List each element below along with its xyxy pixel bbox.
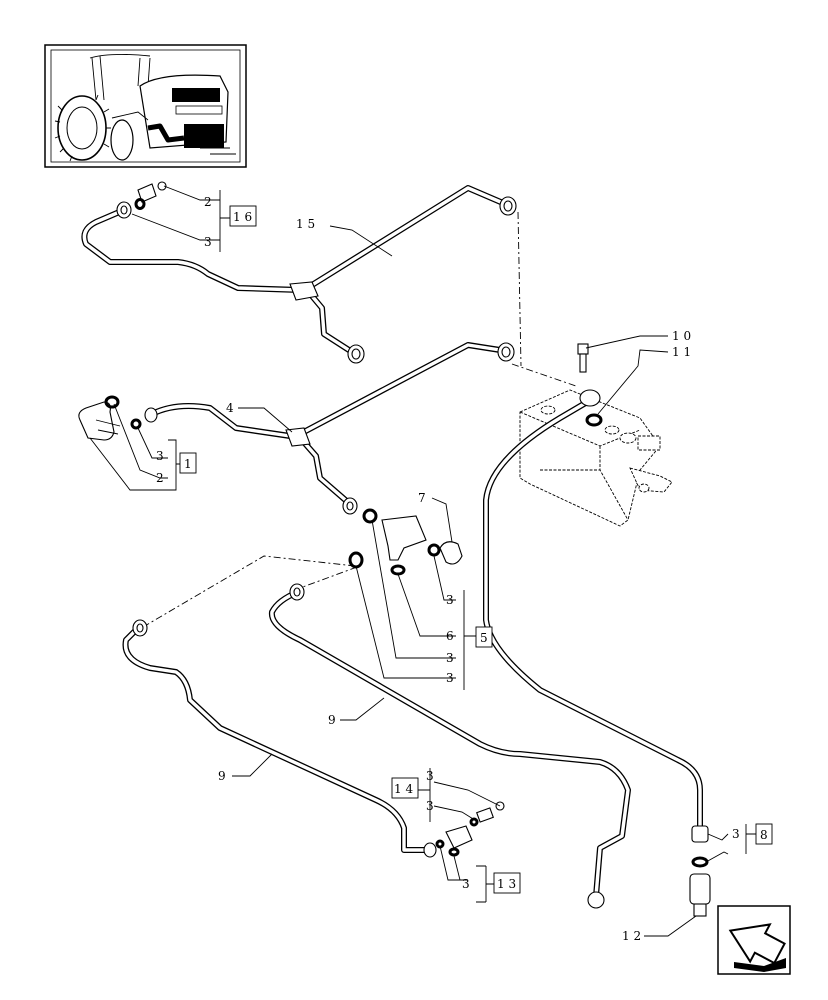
callout-2: 2 xyxy=(204,195,212,209)
callout-7: 7 xyxy=(418,491,426,505)
callout-10: 1 0 xyxy=(672,329,691,343)
callout-1: 1 xyxy=(184,457,192,471)
callout-4: 4 xyxy=(226,401,234,415)
callout-9: 9 xyxy=(328,713,336,727)
callout-2: 2 xyxy=(156,471,164,485)
callout-11: 1 1 xyxy=(672,345,691,359)
reference-box-13 xyxy=(493,872,521,894)
leader-lines xyxy=(89,185,758,937)
callout-3: 3 xyxy=(732,827,740,841)
callout-labels: 1 5 1 6 2 3 1 0 1 1 4 3 2 1 7 3 6 5 3 3 … xyxy=(156,195,768,943)
callout-3: 3 xyxy=(446,671,454,685)
callout-3: 3 xyxy=(426,769,434,783)
reference-box-1 xyxy=(179,452,197,474)
callout-16: 1 6 xyxy=(233,210,252,224)
callout-3: 3 xyxy=(446,593,454,607)
reference-box-16 xyxy=(229,205,257,227)
connection-line xyxy=(517,211,522,367)
callout-9: 9 xyxy=(218,769,226,783)
callout-3: 3 xyxy=(462,877,470,891)
callout-12: 1 2 xyxy=(622,929,641,943)
tractor-location-thumbnail-icon xyxy=(44,44,247,168)
callout-13: 1 3 xyxy=(497,877,516,891)
callout-3: 3 xyxy=(446,651,454,665)
reference-box-5 xyxy=(475,626,493,648)
reference-boxes xyxy=(179,205,773,894)
reference-box-14 xyxy=(391,777,419,799)
callout-3: 3 xyxy=(426,799,434,813)
callout-5: 5 xyxy=(480,631,488,645)
hydraulic-pipes xyxy=(81,185,703,899)
connection-line xyxy=(511,363,577,387)
callout-3: 3 xyxy=(156,449,164,463)
callout-8: 8 xyxy=(760,828,768,842)
callout-14: 1 4 xyxy=(394,782,413,796)
callout-3: 3 xyxy=(204,235,212,249)
callout-15: 1 5 xyxy=(296,217,315,231)
connection-line xyxy=(142,555,358,628)
control-valve-block xyxy=(519,389,673,527)
reference-box-8 xyxy=(755,823,773,845)
fittings xyxy=(78,181,711,917)
next-page-arrow-icon[interactable] xyxy=(717,905,791,975)
callout-6: 6 xyxy=(446,629,454,643)
